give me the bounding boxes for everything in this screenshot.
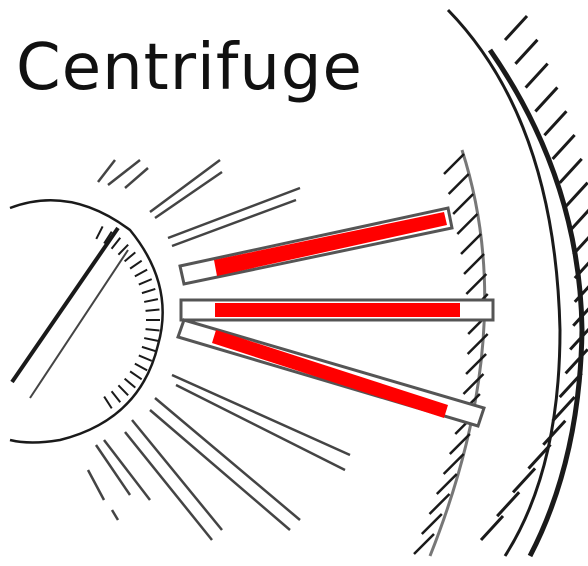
wall-hatch — [513, 468, 535, 492]
holder-hatch — [449, 174, 469, 194]
wall-hatch — [566, 349, 588, 373]
hub-hatch — [146, 329, 160, 330]
wall-hatch — [481, 516, 503, 540]
wall-hatch — [526, 64, 548, 88]
hub-hatch — [125, 379, 136, 388]
motion-line — [98, 160, 115, 182]
hub-hatch — [139, 355, 152, 360]
diagram-title: Centrifuge — [16, 36, 363, 100]
hub-hatch — [135, 364, 147, 371]
holder-hatch — [468, 334, 488, 354]
motion-line — [132, 420, 222, 530]
wall-hatch — [544, 111, 566, 135]
hub-hatch — [96, 226, 102, 238]
hub-hatch — [142, 347, 155, 351]
motion-line — [150, 410, 290, 530]
hub-hatch — [130, 261, 142, 269]
hub-hatch — [139, 279, 152, 284]
test-tube-2 — [181, 300, 493, 320]
motion-line — [155, 398, 300, 520]
hub-hatch — [144, 299, 158, 302]
holder-hatch — [466, 354, 486, 374]
hub-hatch — [135, 270, 147, 277]
motion-line — [150, 160, 220, 212]
wall-hatch — [570, 206, 588, 230]
holder-hatch — [464, 254, 484, 274]
hub-hatch — [118, 385, 128, 395]
wall-hatch — [515, 40, 537, 64]
hub-hatch — [142, 289, 155, 293]
test-tube-1 — [180, 208, 452, 284]
motion-line — [176, 385, 345, 470]
hub-hatch — [146, 310, 160, 311]
central-hub — [10, 200, 163, 442]
tube-holder-wall — [414, 150, 488, 556]
motion-line — [172, 200, 296, 246]
holder-hatch — [463, 374, 483, 394]
hub-hatch — [112, 391, 121, 402]
motion-line — [112, 510, 118, 520]
hub-hatch — [112, 238, 121, 249]
motion-line — [125, 168, 148, 188]
wall-hatch — [535, 87, 557, 111]
wall-hatch — [505, 16, 527, 40]
holder-hatch — [457, 214, 477, 234]
motion-line — [88, 470, 104, 500]
holder-hatch — [461, 234, 481, 254]
hub-hatch — [130, 371, 142, 379]
motion-line — [172, 375, 350, 455]
outer-rotor-wall — [448, 10, 588, 556]
wall-hatch — [497, 492, 519, 516]
holder-hatch — [444, 154, 464, 174]
motion-line — [155, 172, 222, 218]
holder-hatch — [453, 194, 473, 214]
wall-hatch — [553, 135, 575, 159]
hub-hatch — [144, 338, 158, 341]
wall-hatch — [566, 183, 588, 207]
hub-hatch — [104, 397, 112, 409]
wall-hatch — [560, 159, 582, 183]
